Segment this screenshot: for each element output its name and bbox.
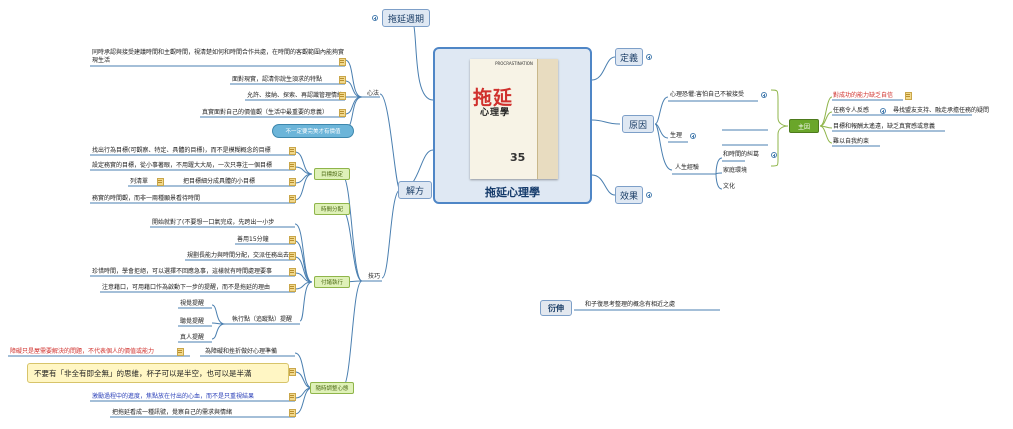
note-icon[interactable]	[288, 409, 298, 417]
node-main-cause[interactable]: 主因	[789, 119, 819, 133]
main-cause-item-3[interactable]: 尋找盟友支持、融走承擔任務的疑問	[893, 107, 990, 114]
main-cause-item-1[interactable]: 對成功的能力缺乏自信	[833, 92, 894, 99]
node-time-allocation[interactable]: 時間分配	[314, 203, 350, 215]
node-adjust-mindset[interactable]: 隨時調整心態	[310, 382, 354, 394]
goal-item-5[interactable]: 務實的時間觀，而非一兩種願景看待時間	[92, 195, 201, 202]
node-techniques[interactable]: 技巧	[368, 273, 381, 280]
note-icon[interactable]	[288, 368, 298, 376]
reminder-person[interactable]: 真人提醒	[180, 334, 205, 341]
cause-family[interactable]: 家庭環境	[723, 167, 748, 174]
note-icon[interactable]	[288, 268, 298, 276]
expand-icon[interactable]	[771, 152, 777, 158]
cause-physiology[interactable]: 生理	[670, 132, 683, 139]
main-cause-item-4[interactable]: 目標和報酬太遙遠，缺乏真實感或意義	[833, 123, 936, 130]
support-item-5[interactable]: 把拖延看成一種訊號，覺察自己的需求與情緒	[112, 409, 233, 416]
node-derive[interactable]: 衍伸	[540, 300, 572, 316]
support-item-3-highlight[interactable]: 不要有「非全有即全無」的思維，杯子可以是半空，也可以是半滿	[27, 363, 289, 383]
expand-icon[interactable]	[372, 15, 378, 21]
note-icon[interactable]	[904, 92, 914, 100]
note-icon[interactable]	[288, 236, 298, 244]
node-solution[interactable]: 解方	[398, 181, 432, 199]
note-icon[interactable]	[288, 393, 298, 401]
exec-item-5[interactable]: 注意藉口，可用藉口作為啟動下一步的提醒，而不是拖延的理由	[102, 284, 271, 291]
note-icon[interactable]	[288, 147, 298, 155]
expand-icon[interactable]	[646, 192, 652, 198]
cause-culture[interactable]: 文化	[723, 183, 736, 190]
reminder-audio[interactable]: 聽覺提醒	[180, 318, 205, 325]
derive-item[interactable]: 和子復思考整理的概念有相近之處	[585, 301, 676, 308]
node-mindset[interactable]: 心法	[367, 90, 380, 97]
exec-item-4[interactable]: 珍惜時間，學會拒絕，可以選擇不回應急事，這樣就有時間處理要事	[92, 268, 273, 275]
goal-item-1[interactable]: 找出行為目標(可觀察、特定、具體的目標)，而不是模糊概念的目標	[92, 147, 271, 154]
main-cause-item-2[interactable]: 任務令人反感	[833, 107, 870, 114]
main-cause-item-5[interactable]: 難以自我約束	[833, 138, 870, 145]
exec-item-3[interactable]: 規劃長能力與時間分配，交派任務出去	[187, 252, 290, 259]
node-goal-setting[interactable]: 目標設定	[314, 168, 350, 180]
mindset-item-4[interactable]: 真實面對自己的價值觀（生活中最重要的意義）	[202, 109, 329, 116]
cover-english-title: PROCRASTINATION	[495, 61, 533, 66]
goal-item-2[interactable]: 設定務實的目標，從小事著眼，不用躍大大局，一次只專注一個目標	[92, 162, 273, 169]
node-causes[interactable]: 原因	[622, 115, 654, 133]
expand-icon[interactable]	[880, 108, 886, 114]
note-icon[interactable]	[288, 195, 298, 203]
support-item-2[interactable]: 為障礙和挫折做好心理準備	[205, 348, 278, 355]
exec-item-1[interactable]: 開始就對了(不要想一口氣完成，先跨出一小步	[152, 219, 275, 226]
cover-number: 35	[510, 151, 526, 164]
note-icon[interactable]	[338, 76, 348, 84]
note-icon[interactable]	[288, 162, 298, 170]
note-icon[interactable]	[288, 284, 298, 292]
cover-chinese-subtitle: 心理學	[480, 108, 511, 118]
mindset-pill[interactable]: 不一定要完美才有價值	[272, 124, 354, 138]
note-icon[interactable]	[338, 92, 348, 100]
cover-spine	[537, 59, 558, 179]
cause-fear[interactable]: 心理恐懼:害怕自己不被接受	[670, 91, 745, 98]
mindset-item-1[interactable]: 同時承認與接受建議時間和主觀時間，視清楚如何和時間合作共處，在時間的客觀範圍內能…	[92, 49, 345, 64]
note-icon[interactable]	[156, 178, 166, 186]
support-item-4[interactable]: 激勵過程中的進度，焦點放在付出的心血，而不是只重視結果	[92, 393, 255, 400]
central-topic[interactable]: PROCRASTINATION 拖延 心理學 35 拖延心理學	[433, 47, 592, 204]
note-icon[interactable]	[176, 348, 186, 356]
goal-item-3[interactable]: 列清單	[130, 178, 149, 185]
cover-chinese-title: 拖延	[473, 87, 514, 109]
expand-icon[interactable]	[761, 92, 767, 98]
goal-item-4[interactable]: 把目標細分成具體的小目標	[183, 178, 256, 185]
note-icon[interactable]	[338, 109, 348, 117]
mindset-item-3[interactable]: 允許、接納、探索、再認識管理情緒	[247, 92, 344, 99]
expand-icon[interactable]	[690, 133, 696, 139]
central-topic-title: 拖延心理學	[485, 186, 540, 199]
cause-time-conflict[interactable]: 和時間的糾葛	[723, 151, 760, 158]
reminder-node[interactable]: 執行點（追蹤點）提醒	[232, 316, 293, 323]
support-item-1[interactable]: 障礙只是屋需要解決的問題，不代表個人的價值或能力	[10, 348, 155, 355]
node-effect[interactable]: 效果	[615, 186, 643, 204]
book-cover-image: PROCRASTINATION 拖延 心理學 35	[470, 59, 558, 179]
exec-item-2[interactable]: 善用15分鐘	[237, 236, 269, 243]
note-icon[interactable]	[288, 252, 298, 260]
node-procrastination-cycle[interactable]: 拖延週期	[382, 9, 430, 27]
mindset-item-2[interactable]: 面對現實，認清你說生須求的特點	[232, 76, 323, 83]
cause-life-experience[interactable]: 人生經驗	[675, 164, 700, 171]
note-icon[interactable]	[288, 178, 298, 186]
node-execution[interactable]: 付諸執行	[314, 276, 350, 288]
note-icon[interactable]	[338, 58, 348, 66]
reminder-visual[interactable]: 視覺提醒	[180, 300, 205, 307]
expand-icon[interactable]	[646, 54, 652, 60]
node-definition[interactable]: 定義	[615, 48, 643, 66]
